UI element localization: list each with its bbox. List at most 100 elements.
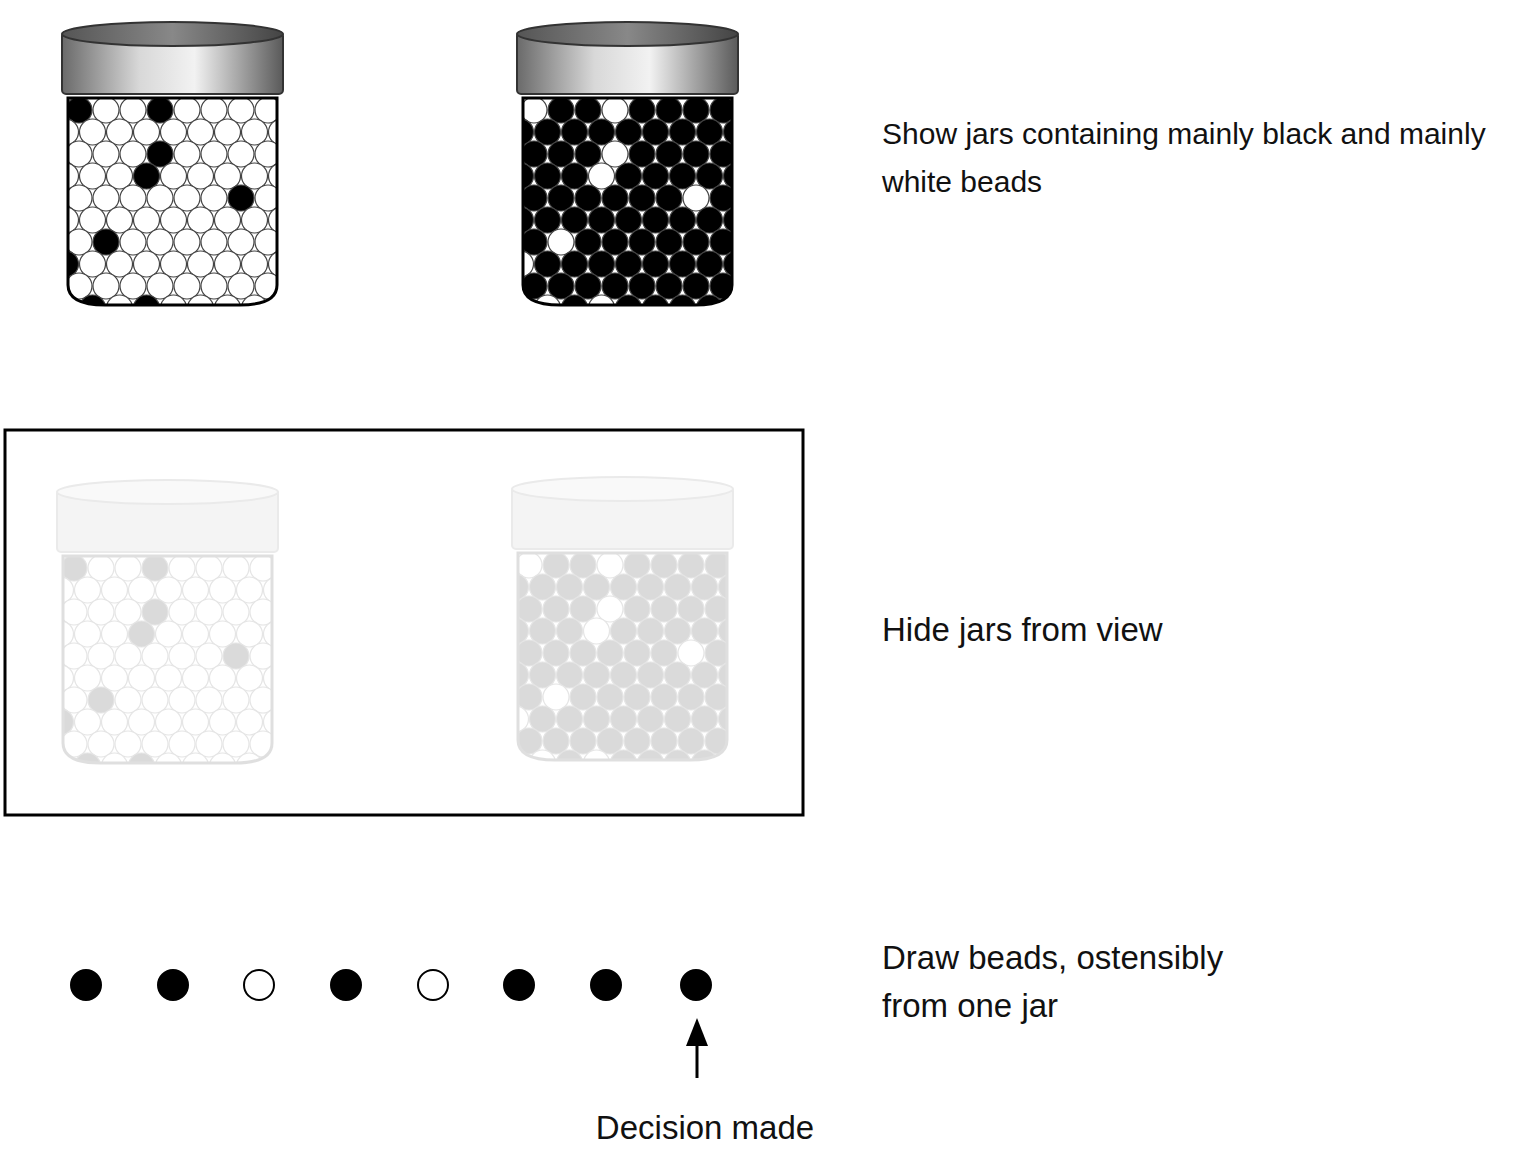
bead — [277, 643, 303, 669]
bead — [129, 709, 155, 735]
bead — [282, 229, 308, 255]
bead — [115, 599, 141, 625]
bead — [597, 596, 623, 622]
bead — [129, 577, 155, 603]
bead — [66, 229, 92, 255]
bead — [697, 119, 723, 145]
bead — [665, 706, 691, 732]
bead — [115, 731, 141, 757]
bead — [134, 207, 160, 233]
bead — [692, 662, 718, 688]
bead — [291, 577, 317, 603]
bead — [215, 163, 241, 189]
bead — [589, 163, 615, 189]
jar — [34, 480, 317, 779]
bead — [142, 599, 168, 625]
bead — [34, 731, 60, 757]
bead — [611, 750, 637, 776]
bead — [724, 163, 750, 189]
bead — [107, 251, 133, 277]
beads — [489, 552, 772, 776]
bead — [570, 596, 596, 622]
bead — [584, 618, 610, 644]
bead — [242, 251, 268, 277]
jar — [494, 22, 777, 321]
bead — [88, 687, 114, 713]
bead — [75, 665, 101, 691]
bead — [516, 596, 542, 622]
bead — [678, 596, 704, 622]
bead — [188, 119, 214, 145]
bead — [616, 119, 642, 145]
bead — [264, 753, 290, 779]
bead — [88, 731, 114, 757]
bead — [638, 662, 664, 688]
bead — [115, 687, 141, 713]
bead — [93, 273, 119, 299]
bead — [215, 207, 241, 233]
bead — [665, 618, 691, 644]
bead — [48, 621, 74, 647]
jar-outline — [518, 553, 727, 760]
bead — [724, 119, 750, 145]
bead — [737, 185, 763, 211]
bead — [296, 163, 322, 189]
bead — [751, 207, 777, 233]
bead — [183, 665, 209, 691]
bead — [228, 141, 254, 167]
jar-outline — [63, 556, 272, 763]
bead — [584, 706, 610, 732]
bead — [562, 163, 588, 189]
bead — [53, 119, 79, 145]
bead — [489, 552, 515, 578]
jar-lid-top — [517, 22, 738, 46]
bead — [557, 662, 583, 688]
bead — [597, 552, 623, 578]
bead — [543, 596, 569, 622]
bead — [751, 251, 777, 277]
bead — [120, 97, 146, 123]
bead — [638, 706, 664, 732]
bead — [277, 731, 303, 757]
bead — [277, 599, 303, 625]
drawn-bead — [244, 970, 274, 1000]
bead — [161, 251, 187, 277]
bead — [489, 640, 515, 666]
bead — [732, 552, 758, 578]
bead — [183, 577, 209, 603]
bead — [719, 618, 745, 644]
bead — [643, 163, 669, 189]
bead — [296, 295, 322, 321]
bead — [291, 665, 317, 691]
bead — [80, 295, 106, 321]
step-label: Show jars containing mainly black and ma… — [882, 110, 1518, 206]
bead — [737, 229, 763, 255]
bead — [75, 621, 101, 647]
bead — [183, 709, 209, 735]
bead — [746, 662, 772, 688]
bead — [697, 163, 723, 189]
bead — [575, 97, 601, 123]
bead — [93, 229, 119, 255]
bead — [115, 555, 141, 581]
bead — [269, 119, 295, 145]
bead — [548, 229, 574, 255]
bead — [142, 687, 168, 713]
bead — [147, 229, 173, 255]
bead — [174, 229, 200, 255]
bead — [597, 728, 623, 754]
bead — [237, 577, 263, 603]
bead — [535, 251, 561, 277]
bead — [719, 574, 745, 600]
bead — [169, 599, 195, 625]
bead — [201, 97, 227, 123]
bead — [516, 684, 542, 710]
bead — [134, 119, 160, 145]
bead — [570, 640, 596, 666]
bead — [134, 251, 160, 277]
bead — [142, 555, 168, 581]
bead — [629, 229, 655, 255]
bead — [638, 618, 664, 644]
bead — [543, 640, 569, 666]
bead — [597, 684, 623, 710]
